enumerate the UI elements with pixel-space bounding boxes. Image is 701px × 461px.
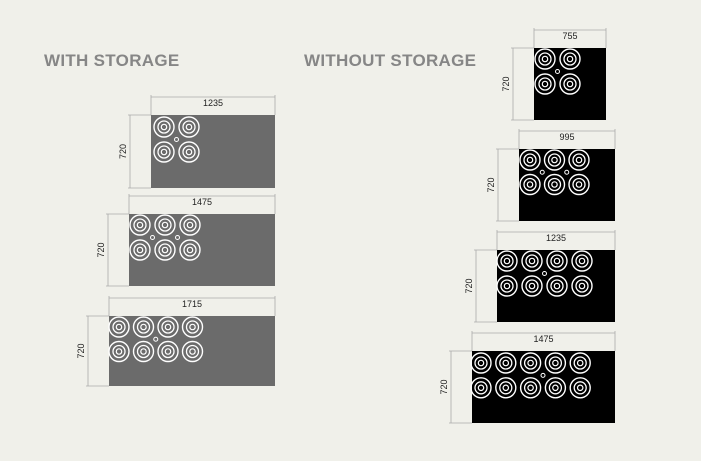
control-dot-icon (539, 169, 545, 175)
burner-icon (496, 250, 518, 272)
burner-icon (154, 239, 176, 261)
burner-icon (571, 250, 593, 272)
burner-icon (496, 275, 518, 297)
burner-icon (546, 250, 568, 272)
burner-icon (559, 73, 581, 95)
burner-icon (534, 73, 556, 95)
burner-icon (544, 352, 567, 374)
control-dot-icon (542, 271, 547, 276)
with-storage-heading: WITH STORAGE (44, 51, 180, 70)
without-storage-cooktop-1: 755 720 (501, 28, 607, 121)
width-label: 1475 (533, 334, 553, 344)
burner-icon (153, 116, 175, 138)
burner-icon (153, 141, 175, 163)
cooktop-panel (472, 351, 615, 423)
burner-icon (495, 352, 517, 374)
height-label: 720 (96, 242, 106, 257)
burner-icon (519, 377, 542, 399)
without-storage-cooktop-4: 1475 720 (439, 331, 616, 424)
with-storage-cooktop-3: 1715 720 (76, 296, 276, 387)
cooktop-panel (497, 250, 615, 322)
burner-icon (179, 214, 201, 236)
burner-icon (495, 377, 517, 399)
burner-icon (157, 340, 179, 363)
width-label: 755 (562, 31, 577, 41)
burner-icon (108, 340, 130, 363)
width-label: 1715 (182, 299, 202, 309)
burner-icon (178, 116, 200, 138)
width-label: 1235 (203, 98, 223, 108)
burner-icon (543, 149, 566, 171)
cooktop-panel (534, 48, 606, 120)
burner-icon (154, 214, 176, 236)
burner-icon (534, 48, 556, 70)
width-label: 995 (559, 132, 574, 142)
height-label: 720 (501, 76, 511, 91)
height-label: 720 (76, 343, 86, 358)
burner-icon (470, 352, 492, 374)
without-storage-heading: WITHOUT STORAGE (304, 51, 477, 70)
control-dot-icon (175, 235, 180, 240)
control-dot-icon (540, 372, 546, 378)
without-storage-cooktop-3: 1235 720 (464, 230, 616, 323)
control-dot-icon (174, 137, 179, 142)
with-storage-cooktop-1: 1235 720 (118, 95, 276, 189)
burner-icon (521, 275, 543, 297)
burner-icon (132, 316, 155, 338)
burner-icon (181, 316, 204, 338)
burner-icon (571, 275, 593, 297)
height-label: 720 (439, 379, 449, 394)
burner-icon (129, 214, 151, 236)
control-dot-icon (153, 336, 159, 342)
cooktop-panel (109, 316, 275, 386)
burner-icon (546, 275, 568, 297)
burner-icon (568, 149, 590, 171)
burner-icon (132, 340, 155, 363)
without-storage-cooktop-2: 995 720 (486, 129, 616, 222)
burner-icon (544, 377, 567, 399)
burner-icon (519, 352, 542, 374)
burner-icon (181, 340, 204, 363)
burner-icon (559, 48, 581, 70)
burner-icon (157, 316, 179, 338)
control-dot-icon (555, 69, 560, 74)
with-storage-cooktop-2: 1475 720 (96, 194, 276, 287)
cooktop-panel (151, 115, 275, 188)
burner-icon (543, 173, 566, 196)
burner-icon (569, 352, 591, 374)
burner-icon (470, 377, 492, 399)
burner-icon (178, 141, 200, 163)
burner-icon (179, 239, 201, 261)
burner-icon (519, 149, 541, 171)
burner-icon (569, 377, 591, 399)
height-label: 720 (118, 144, 128, 159)
width-label: 1235 (546, 233, 566, 243)
burner-icon (568, 173, 590, 196)
burner-icon (129, 239, 151, 261)
burner-icon (108, 316, 130, 338)
height-label: 720 (486, 177, 496, 192)
height-label: 720 (464, 278, 474, 293)
control-dot-icon (564, 169, 570, 175)
control-dot-icon (150, 235, 155, 240)
width-label: 1475 (192, 197, 212, 207)
cooktop-panel (129, 214, 275, 286)
burner-icon (519, 173, 541, 196)
cooktop-panel (519, 149, 615, 221)
burner-icon (521, 250, 543, 272)
